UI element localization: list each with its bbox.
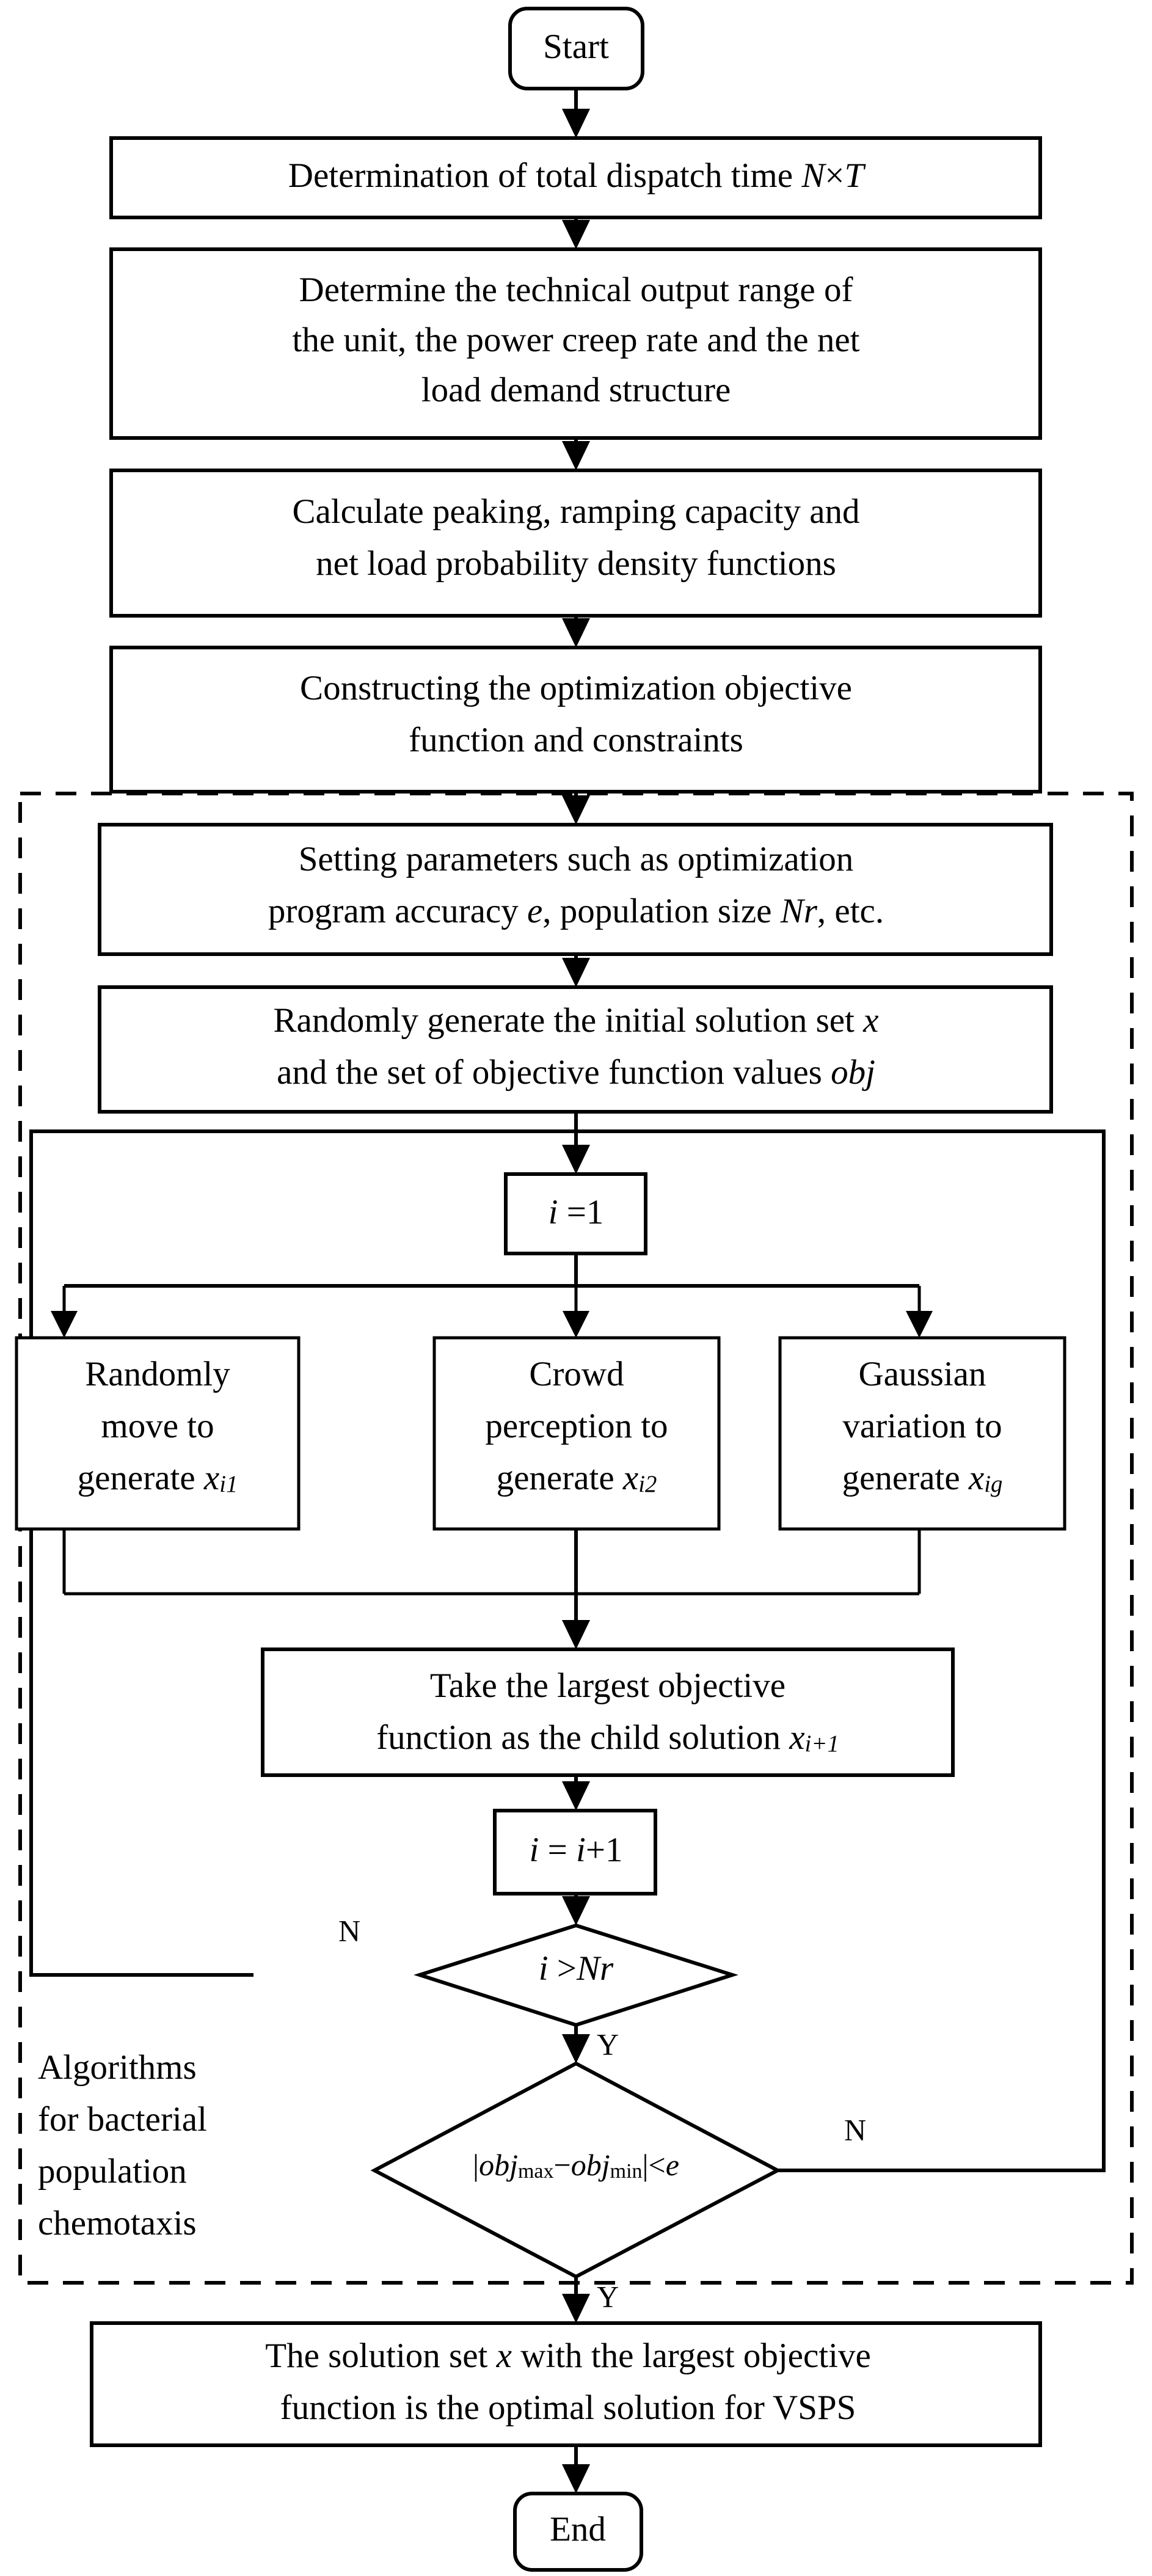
edge-step3-to-step4 (562, 616, 590, 648)
node-branch-b-line1: Crowd (529, 1355, 624, 1393)
node-randomly-generate-initial-solution[interactable]: Randomly generate the initial solution s… (98, 985, 1053, 1114)
node-increment-counter-label: i = i+1 (530, 1831, 623, 1869)
decision2-no-label: N (844, 2112, 866, 2147)
node-decision-convergence[interactable]: |objmax−objmin|<e N Y (370, 2061, 866, 2313)
edge-merge-to-incr (562, 1775, 590, 1811)
node-step2-line1: Determine the technical output range of (299, 271, 853, 309)
node-branch-c-line1: Gaussian (859, 1355, 986, 1393)
node-take-largest-objective[interactable]: Take the largest objective function as t… (261, 1647, 955, 1777)
node-branch-c-line3: generate xig (842, 1459, 1003, 1497)
node-step4-line1: Constructing the optimization objective (300, 669, 852, 707)
node-increment-counter[interactable]: i = i+1 (493, 1809, 657, 1896)
group-note-line2: for bacterial (38, 2100, 207, 2139)
decision1-yes-label: Y (597, 2027, 619, 2061)
node-merge-line1: Take the largest objective (430, 1666, 786, 1705)
node-branch-a-line2: move to (101, 1407, 214, 1445)
node-merge-line2: function as the child solution xi+1 (376, 1718, 839, 1757)
node-branch-b-line2: perception to (485, 1407, 668, 1445)
node-branch-gaussian-variation[interactable]: Gaussian variation to generate xig (778, 1336, 1066, 1531)
node-decision1-label: i >Nr (539, 1949, 614, 1988)
node-step4-line2: function and constraints (409, 721, 743, 759)
node-decision2-label: |objmax−objmin|<e (473, 2148, 679, 2183)
node-step2-line3: load demand structure (421, 371, 731, 409)
node-init-counter[interactable]: i =1 (504, 1172, 647, 1255)
edge-final-to-end (562, 2445, 590, 2494)
node-step5-line1: Setting parameters such as optimization (299, 840, 854, 878)
node-step5-line2: program accuracy e, population size Nr, … (268, 892, 884, 930)
node-step1-label: Determination of total dispatch time N×T (288, 156, 867, 195)
edge-step6-to-init-i (562, 1112, 590, 1174)
node-determine-technical-output-range[interactable]: Determine the technical output range of … (109, 247, 1042, 440)
edge-outer-feedback-loop (576, 1129, 1106, 2172)
node-determination-total-dispatch-time[interactable]: Determination of total dispatch time N×T (109, 136, 1042, 219)
node-init-counter-label: i =1 (549, 1193, 604, 1231)
node-branch-b-line3: generate xi2 (497, 1459, 657, 1497)
node-step3-line1: Calculate peaking, ramping capacity and (292, 492, 859, 531)
edge-step5-to-step6 (562, 954, 590, 987)
edge-branches-to-merge (62, 1529, 921, 1649)
node-end[interactable]: End (513, 2492, 643, 2572)
node-step3-line2: net load probability density functions (316, 544, 836, 583)
edge-decision2-to-final (562, 2277, 590, 2323)
node-branch-a-line3: generate xi1 (78, 1459, 238, 1497)
edge-decision1-to-decision2 (562, 2025, 590, 2063)
node-final-line1: The solution set x with the largest obje… (265, 2337, 871, 2375)
node-setting-parameters[interactable]: Setting parameters such as optimization … (98, 823, 1053, 956)
edge-start-to-step1 (562, 89, 590, 138)
node-decision-i-gt-nr[interactable]: i >Nr N Y (338, 1913, 738, 2061)
node-step2-line2: the unit, the power creep rate and the n… (292, 321, 859, 359)
node-calculate-peaking-ramping[interactable]: Calculate peaking, ramping capacity and … (109, 469, 1042, 618)
edge-step1-to-step2 (562, 217, 590, 249)
node-start-label: Start (543, 27, 609, 66)
group-note-line1: Algorithms (38, 2048, 197, 2087)
group-note-line3: population (38, 2152, 187, 2191)
decision1-no-label: N (338, 1913, 360, 1947)
node-step6-line1: Randomly generate the initial solution s… (274, 1001, 879, 1040)
algorithm-group-note: Algorithms for bacterial population chem… (38, 2048, 207, 2242)
node-final-optimal-solution[interactable]: The solution set x with the largest obje… (90, 2321, 1042, 2447)
node-step6-line2: and the set of objective function values… (277, 1053, 875, 1092)
decision2-yes-label: Y (597, 2279, 619, 2313)
node-start[interactable]: Start (508, 7, 644, 90)
node-constructing-objective-function[interactable]: Constructing the optimization objective … (109, 646, 1042, 794)
edge-decision1-no-loop (29, 1129, 576, 1977)
edge-incr-to-decision1 (562, 1894, 590, 1925)
edge-step4-to-step5 (562, 792, 590, 825)
edge-step2-to-step3 (562, 438, 590, 470)
node-branch-crowd-perception[interactable]: Crowd perception to generate xi2 (432, 1336, 721, 1531)
group-note-line4: chemotaxis (38, 2204, 197, 2242)
node-end-label: End (550, 2510, 606, 2549)
node-branch-a-line1: Randomly (85, 1355, 230, 1393)
node-branch-random-move[interactable]: Randomly move to generate xi1 (15, 1336, 301, 1531)
node-branch-c-line2: variation to (842, 1407, 1002, 1445)
edge-init-i-to-fanout (51, 1253, 933, 1338)
node-final-line2: function is the optimal solution for VSP… (280, 2388, 856, 2427)
